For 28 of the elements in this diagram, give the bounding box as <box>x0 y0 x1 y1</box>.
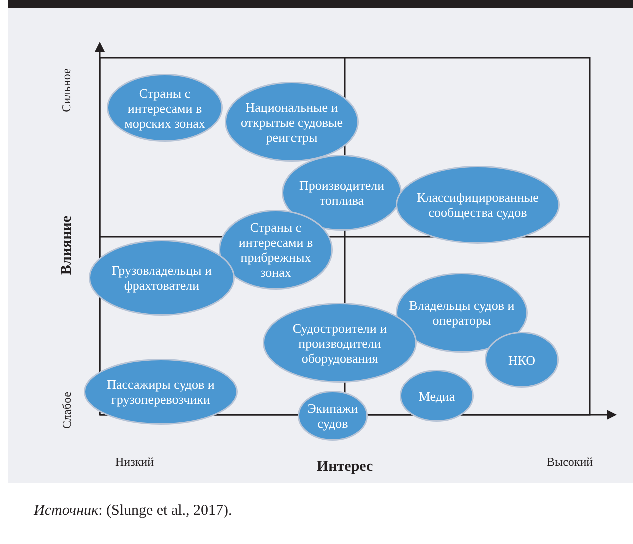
stakeholder-name: Грузовладельцы и фрахтователи <box>110 263 213 293</box>
stakeholder-ellipse <box>89 240 235 316</box>
stakeholder-ellipse <box>298 391 368 441</box>
stakeholder-name: Медиа <box>418 388 456 404</box>
stakeholder-name: Владельцы судов и операторы <box>408 298 516 328</box>
axis-title: Влияние <box>58 215 76 275</box>
stakeholder-name: Производители топлива <box>298 178 386 208</box>
stakeholder-name: Страны с интересами в морских зонах <box>124 86 206 130</box>
stakeholder-name: Судостроители и производители оборудования <box>292 320 388 366</box>
stakeholder-ellipse <box>396 166 560 244</box>
axis-tick-label: Низкий <box>116 454 154 470</box>
stakeholder-ellipse <box>400 370 474 422</box>
stakeholder-name: Национальные и открытые судовые реигстры <box>240 100 344 144</box>
axis-tick-label: Сильное <box>59 68 74 112</box>
source-caption: Источник: (Slunge et al., 2017). <box>34 503 232 520</box>
stakeholder-ellipse <box>84 359 238 425</box>
axis-title: Интерес <box>317 458 374 476</box>
stakeholder-ellipse <box>107 74 223 142</box>
stakeholder-name: Классифицированные сообщества судов <box>416 190 540 220</box>
stakeholder-ellipse <box>219 210 333 290</box>
stakeholder-ellipse <box>485 332 559 388</box>
stakeholder-name: Пассажиры судов и грузоперевозчики <box>106 377 216 407</box>
stakeholder-ellipse <box>225 82 359 162</box>
axis-tick-label: Высокий <box>547 454 594 470</box>
axis-tick-label: Слабое <box>59 392 74 428</box>
stakeholder-name: Страны с интересами в прибрежных зонах <box>238 220 314 280</box>
stakeholder-name: Экипажи судов <box>306 401 360 431</box>
stakeholder-name: НКО <box>507 352 537 368</box>
